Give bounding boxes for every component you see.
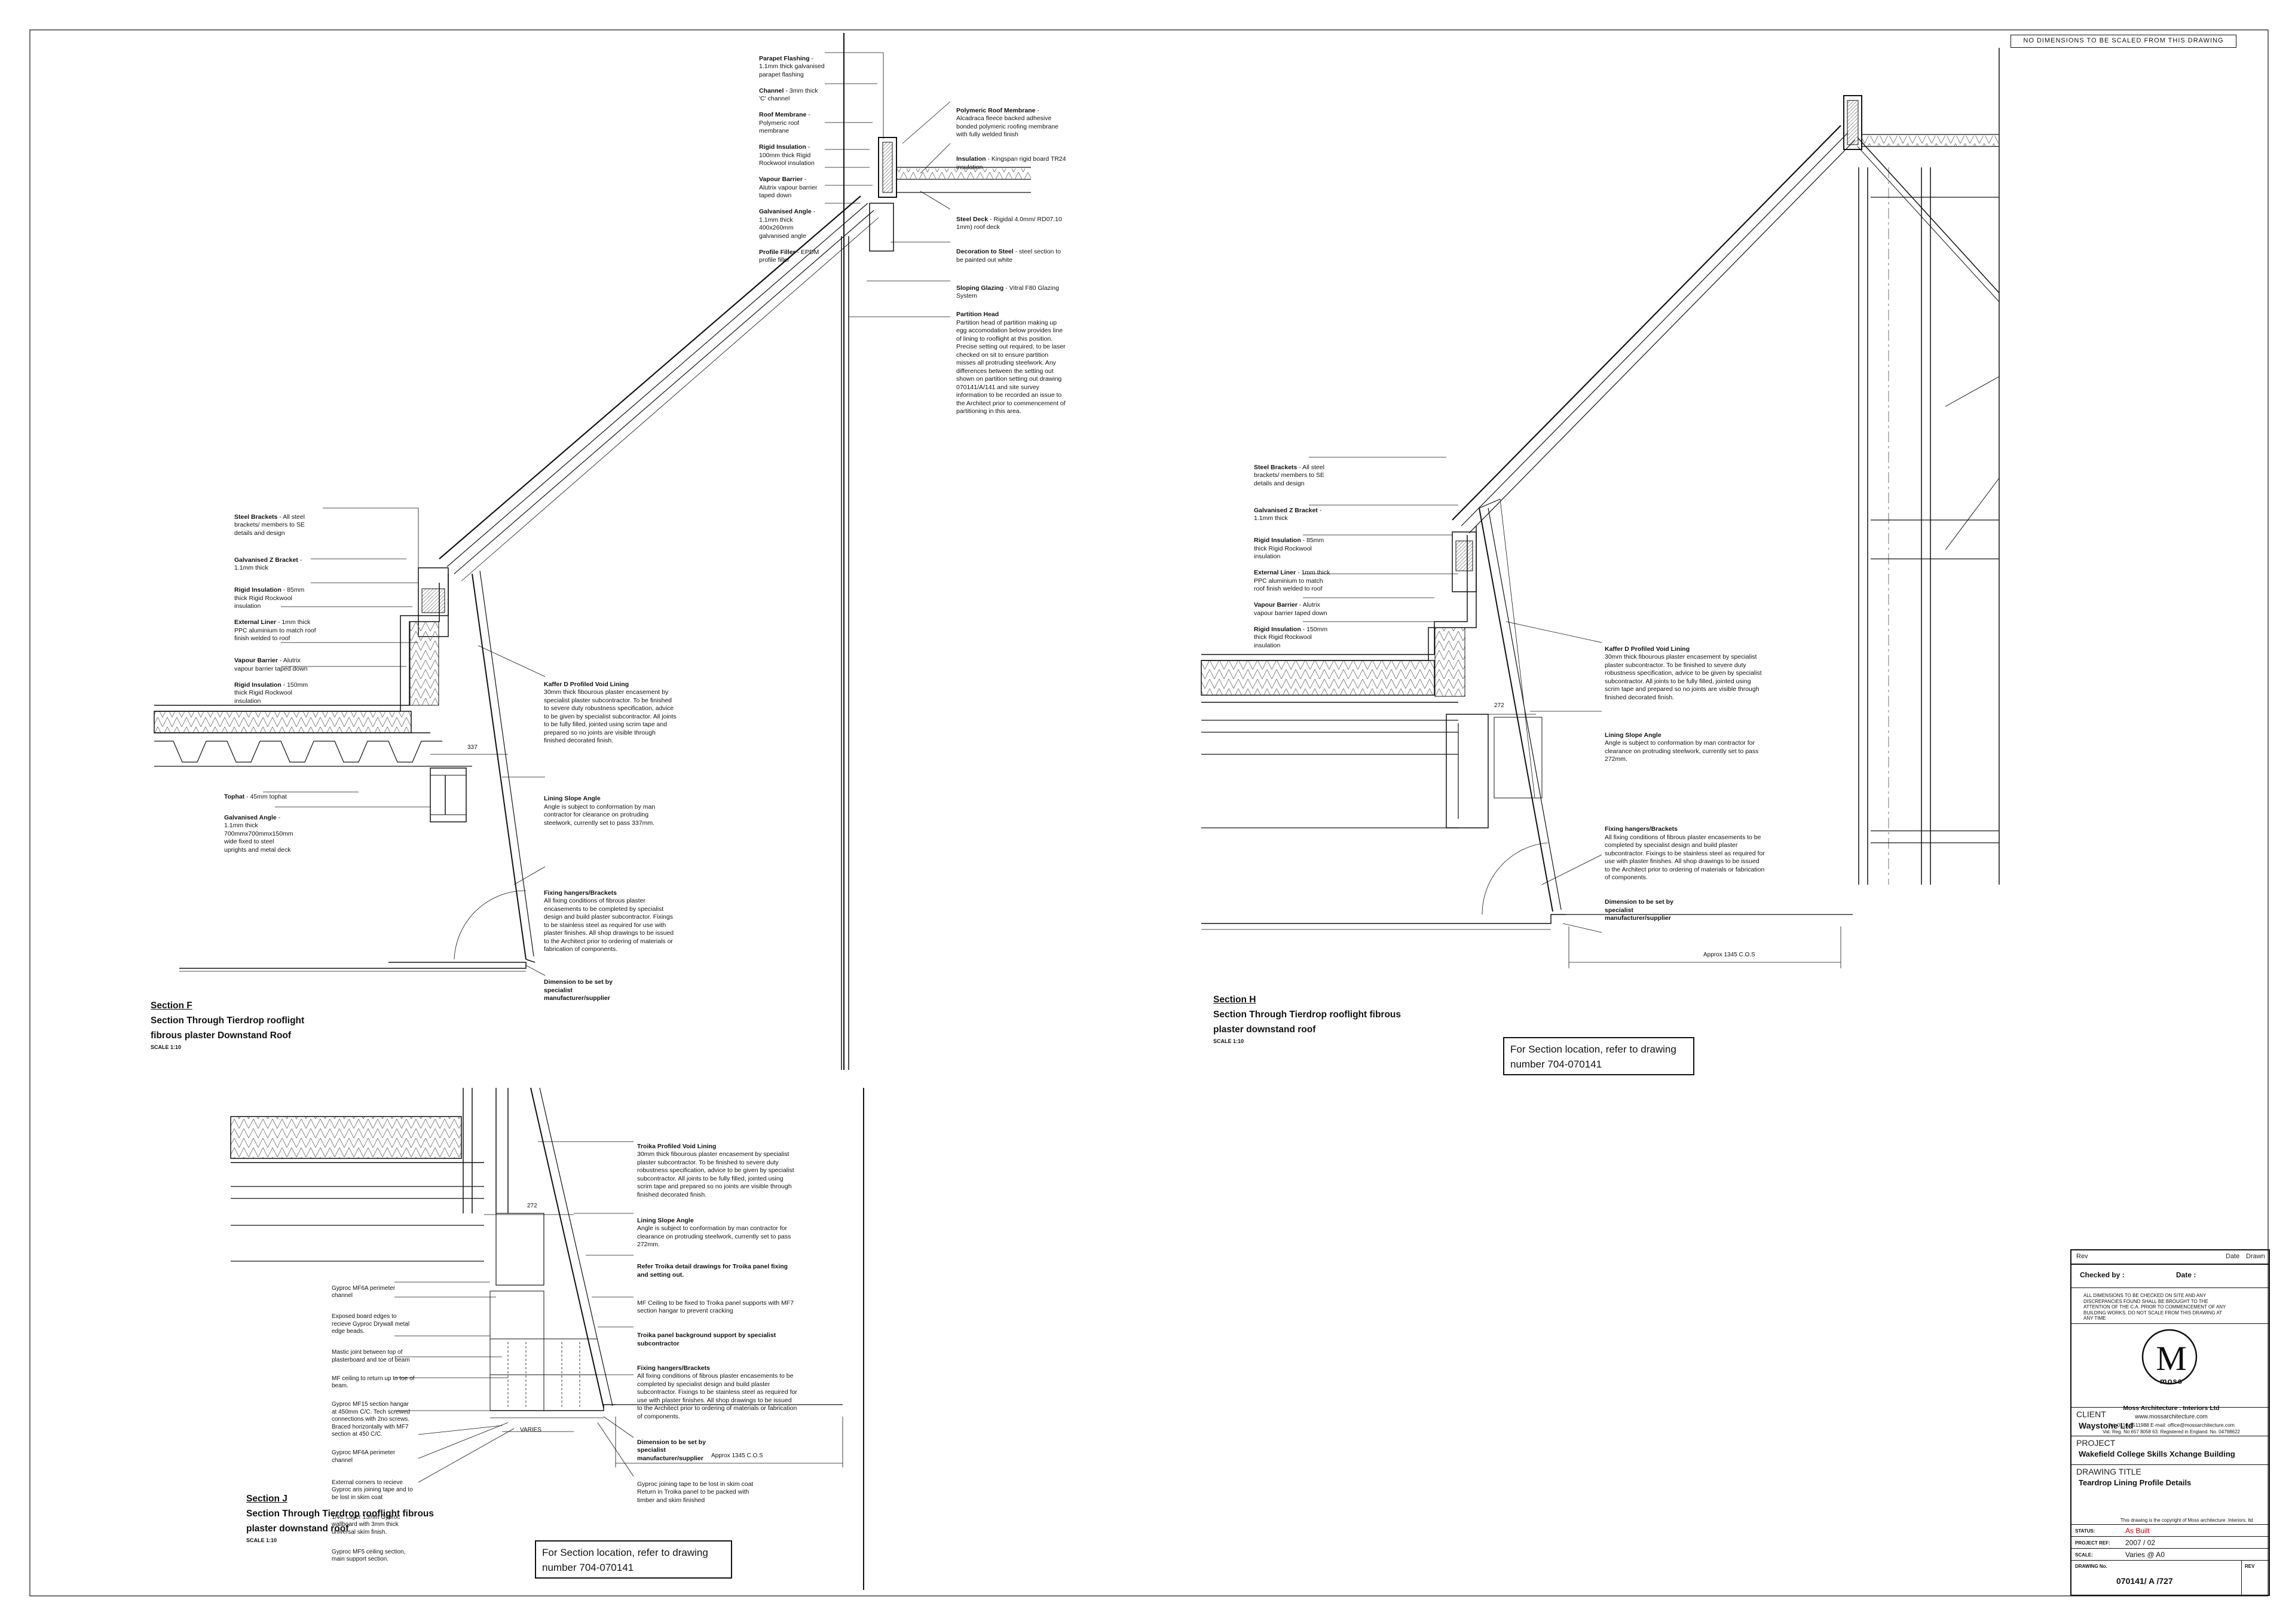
checked-row: Checked by : Date : (2071, 1264, 2269, 1287)
section-h-approx: Approx 1345 C.O.S (1703, 952, 1755, 958)
section-j-title: Section J Section Through Tierdrop roofl… (246, 1494, 434, 1543)
section-h-title: Section H Section Through Tierdrop roofl… (1213, 995, 1401, 1044)
section-h-notes-left: Steel Brackets - All steel brackets/ mem… (1254, 455, 1332, 658)
note-item: Profile Filler - EPDM profile filler (759, 248, 819, 264)
note-item: Sloping Glazing - Vitral F80 Glazing Sys… (956, 284, 1059, 300)
note-item: Exposed board edges to recieve Gyproc Dr… (332, 1313, 410, 1335)
note-item: Dimension to be set by specialist manufa… (637, 1438, 706, 1462)
note-item: Steel Brackets - All steel brackets/ mem… (1254, 463, 1324, 487)
note-item: Dimension to be set by specialist manufa… (1605, 898, 1673, 922)
note-item: Steel Brackets - All steel brackets/ mem… (234, 513, 305, 537)
section-h-drawing (1201, 95, 2000, 968)
section-f-notes-bottom-left: Tophat - 45mm tophat Galvanised Angle - … (224, 785, 296, 863)
note-item: Galvanised Z Bracket - 1.1mm thick (234, 556, 302, 572)
logo-word: moss (2160, 1377, 2183, 1386)
firm-name: Moss Architecture . Interiors Ltd (2123, 1405, 2220, 1412)
section-f-title: Section F Section Through Tierdrop roofl… (151, 1001, 305, 1050)
note-item: Gyproc MF5 ceiling section, main support… (332, 1548, 406, 1563)
note-item: Gyproc MF15 section hangar at 450mm C/C.… (332, 1401, 410, 1438)
note-item: Vapour Barrier - Alutrix vapour barrier … (759, 176, 818, 199)
note-item: MF ceiling to return up to toe of beam. (332, 1375, 415, 1390)
section-f-notes-left: Steel Brackets - All steel brackets/ mem… (234, 505, 318, 714)
note-item: MF Ceiling to be fixed to Troika panel s… (637, 1299, 794, 1315)
note-item: Galvanised Angle - 1.1mm thick 700mmx700… (224, 813, 293, 854)
note-item: Parapet Flashing - 1.1mm thick galvanise… (759, 54, 825, 78)
moss-logo (2141, 1329, 2198, 1385)
section-j-reference-box: For Section location, refer to drawing n… (535, 1540, 732, 1579)
note-item: Vapour Barrier - Alutrix vapour barrier … (1254, 601, 1327, 617)
note-item: Channel - 3mm thick 'C' channel (759, 87, 818, 103)
note-item: Roof Membrane - Polymeric roof membrane (759, 111, 810, 134)
note-item: Galvanised Z Bracket - 1.1mm thick (1254, 506, 1322, 522)
note-item: Tophat - 45mm tophat (224, 793, 287, 800)
section-f-drawing (154, 137, 1031, 1070)
firm-contact: Tel: 0114 2511988 E-mail: office@mossarc… (2108, 1422, 2235, 1428)
note-item: External Liner - 1mm thick PPC aluminium… (1254, 569, 1330, 592)
section-f-dimension: 337 (467, 744, 478, 751)
note-item: Insulation - Kingspan rigid board TR24 i… (956, 155, 1066, 171)
note-item: External corners to recieve Gyproc aris … (332, 1479, 413, 1501)
note-item: External Liner - 1mm thick PPC aluminium… (234, 619, 316, 642)
logo-letter: M (2156, 1339, 2187, 1378)
section-h-dimension: 272 (1494, 702, 1504, 709)
drawing-number-row: DRAWING No. 070141/ A /727 REV (2071, 1560, 2269, 1597)
section-h-reference-box: For Section location, refer to drawing n… (1503, 1037, 1694, 1075)
note-item: Rigid Insulation - 100mm thick Rigid Roc… (759, 143, 815, 167)
sheet-border (29, 29, 2269, 1597)
note-item: Polymeric Roof Membrane - Alcadraca flee… (956, 106, 1059, 139)
section-j-dimension: 272 (527, 1203, 537, 1209)
scale-row: SCALE: Varies @ A0 (2071, 1548, 2269, 1560)
section-j-varies: VARIES (520, 1427, 541, 1433)
note-item: Rigid Insulation - 85mm thick Rigid Rock… (234, 586, 305, 610)
section-j-notes-left: Gyproc MF6A perimeter channel Exposed bo… (332, 1277, 415, 1571)
title-block: Rev Date Drawn Checked by : Date : ALL D… (2070, 1249, 2270, 1597)
status-row: STATUS: As Built (2071, 1524, 2269, 1536)
note-item: Decoration to Steel - steel section to b… (956, 248, 1061, 264)
project-row: PROJECT Wakefield College Skills Xchange… (2071, 1436, 2269, 1464)
project-ref-row: PROJECT REF: 2007 / 02 (2071, 1536, 2269, 1548)
section-f-notes-top: Parapet Flashing - 1.1mm thick galvanise… (759, 47, 825, 273)
note-item: Gyproc MF6A perimeter channel (332, 1284, 396, 1299)
note-item: Galvanised Angle - 1.1mm thick 400x260mm… (759, 208, 816, 240)
section-j-drawing (230, 1087, 843, 1467)
note-item: Rigid Insulation - 150mm thick Rigid Roc… (234, 681, 308, 705)
rev-row: Rev Date Drawn (2076, 1253, 2265, 1260)
note-item: Gyproc MF6A perimeter channel (332, 1449, 396, 1464)
no-dimensions-note: NO DIMENSIONS TO BE SCALED FROM THIS DRA… (2011, 35, 2236, 48)
firm-registration: Vat. Reg. No 657 8058 63. Registered in … (2103, 1429, 2240, 1435)
section-j-approx: Approx 1345 C.O.S (711, 1452, 763, 1459)
note-item: Rigid Insulation - 85mm thick Rigid Rock… (1254, 537, 1324, 560)
note-item: Refer Troika detail drawings for Troika … (637, 1263, 788, 1279)
section-f-notes-right: Polymeric Roof Membrane - Alcadraca flee… (956, 99, 1067, 424)
drawing-title-row: DRAWING TITLE Teardrop Lining Profile De… (2071, 1464, 2269, 1524)
warning-row: ALL DIMENSIONS TO BE CHECKED ON SITE AND… (2071, 1287, 2269, 1323)
note-item: Gyproc joining tape to be lost in skim c… (637, 1480, 754, 1504)
leader-lines (263, 52, 1602, 1483)
firm-row: M moss Moss Architecture . Interiors Ltd… (2071, 1323, 2269, 1473)
note-item: Rigid Insulation - 150mm thick Rigid Roc… (1254, 625, 1328, 649)
note-item: Vapour Barrier - Alutrix vapour barrier … (234, 657, 308, 672)
note-item: 1No. Layer 13mm Gyproc wallboard with 3m… (332, 1513, 400, 1536)
note-item: Mastic joint between top of plasterboard… (332, 1349, 410, 1363)
firm-web: www.mossarchitecture.com (2135, 1414, 2208, 1420)
note-item: Troika panel background support by speci… (637, 1332, 776, 1347)
client-row: CLIENT Waystone Ltd (2071, 1407, 2269, 1436)
note-item: Steel Deck - Rigidal 4.0mm/ RD07.10 1mm)… (956, 215, 1062, 231)
note-item: Dimension to be set by specialist manufa… (544, 978, 613, 1002)
